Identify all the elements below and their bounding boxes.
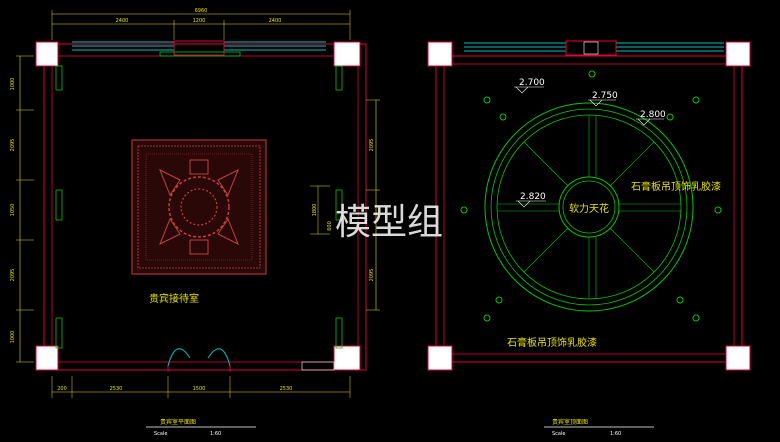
ceiling-inner-wall xyxy=(443,63,735,355)
ceiling-column-bottom-left xyxy=(427,345,453,371)
level-marker-4: 2.820 xyxy=(516,192,546,208)
dim-top-left: 2400 xyxy=(116,18,129,24)
note-right: 石膏板吊顶饰乳胶漆 xyxy=(631,180,721,193)
entry-door xyxy=(167,348,231,372)
dim-inner-2: 600 xyxy=(327,221,333,231)
column-bottom-left xyxy=(35,345,59,371)
svg-text:2.820: 2.820 xyxy=(520,192,546,202)
ceiling-plan: 2.700 2.750 2.800 2.820 软力天花 石膏板吊顶饰乳胶漆 石… xyxy=(427,40,751,437)
dim-bottom-3: 1500 xyxy=(193,386,206,392)
ceiling-plan-title: 贵宾室顶面图 xyxy=(552,418,588,426)
dim-bottom-2: 2530 xyxy=(110,386,123,392)
dim-top-right: 2400 xyxy=(269,18,282,24)
dim-left-3: 1050 xyxy=(10,204,16,217)
dim-left-4: 2095 xyxy=(10,269,16,282)
downlight-icons xyxy=(460,70,722,322)
floor-plan-title: 贵宾室平面图 xyxy=(160,418,196,426)
floor-plan: 6960 2400 1200 2400 200 2530 1500 2530 1… xyxy=(10,8,380,437)
level-marker-1: 2.700 xyxy=(514,78,545,94)
level-marker-2: 2.750 xyxy=(588,91,618,107)
dim-bottom-4: 2530 xyxy=(280,386,293,392)
svg-text:2.800: 2.800 xyxy=(640,110,666,120)
note-bottom: 石膏板吊顶饰乳胶漆 xyxy=(507,336,597,349)
svg-text:2.750: 2.750 xyxy=(592,91,618,101)
ceiling-column-top-left xyxy=(427,41,453,67)
column-bottom-right xyxy=(333,345,361,371)
ceiling-column-top-right xyxy=(725,41,751,67)
dim-right-1: 2095 xyxy=(369,139,375,152)
column-top-left xyxy=(35,41,59,67)
level-marker-3: 2.800 xyxy=(636,110,666,126)
dim-inner-1: 1800 xyxy=(312,204,318,217)
dim-right-2: 2095 xyxy=(369,269,375,282)
hatch-block xyxy=(301,361,335,371)
floor-plan-outer-wall xyxy=(43,43,367,371)
ceiling-plan-scale-label: Scale xyxy=(552,431,565,437)
column-top-right xyxy=(333,41,361,67)
ceiling-top-window xyxy=(464,40,724,56)
top-window xyxy=(72,40,326,57)
ceiling-rings xyxy=(484,102,694,312)
ceiling-column-bottom-right xyxy=(725,345,751,371)
ceiling-outer-wall xyxy=(435,55,743,363)
watermark: 模型组 xyxy=(335,202,443,243)
dim-left-2: 2095 xyxy=(10,139,16,152)
carpet-pattern xyxy=(131,139,267,275)
floor-plan-scale-value: 1:60 xyxy=(210,431,221,437)
dim-bottom-1: 200 xyxy=(57,386,67,392)
dim-overall: 6960 xyxy=(195,8,208,14)
ceiling-plan-scale-value: 1:60 xyxy=(610,431,621,437)
dim-top-mid: 1200 xyxy=(193,18,206,24)
center-label: 软力天花 xyxy=(569,202,609,215)
svg-text:2.700: 2.700 xyxy=(519,78,545,88)
room-label: 贵宾接待室 xyxy=(149,292,199,305)
dim-left-1: 1000 xyxy=(10,78,16,91)
dim-left-5: 1000 xyxy=(10,331,16,344)
floor-plan-scale-label: Scale xyxy=(154,431,167,437)
